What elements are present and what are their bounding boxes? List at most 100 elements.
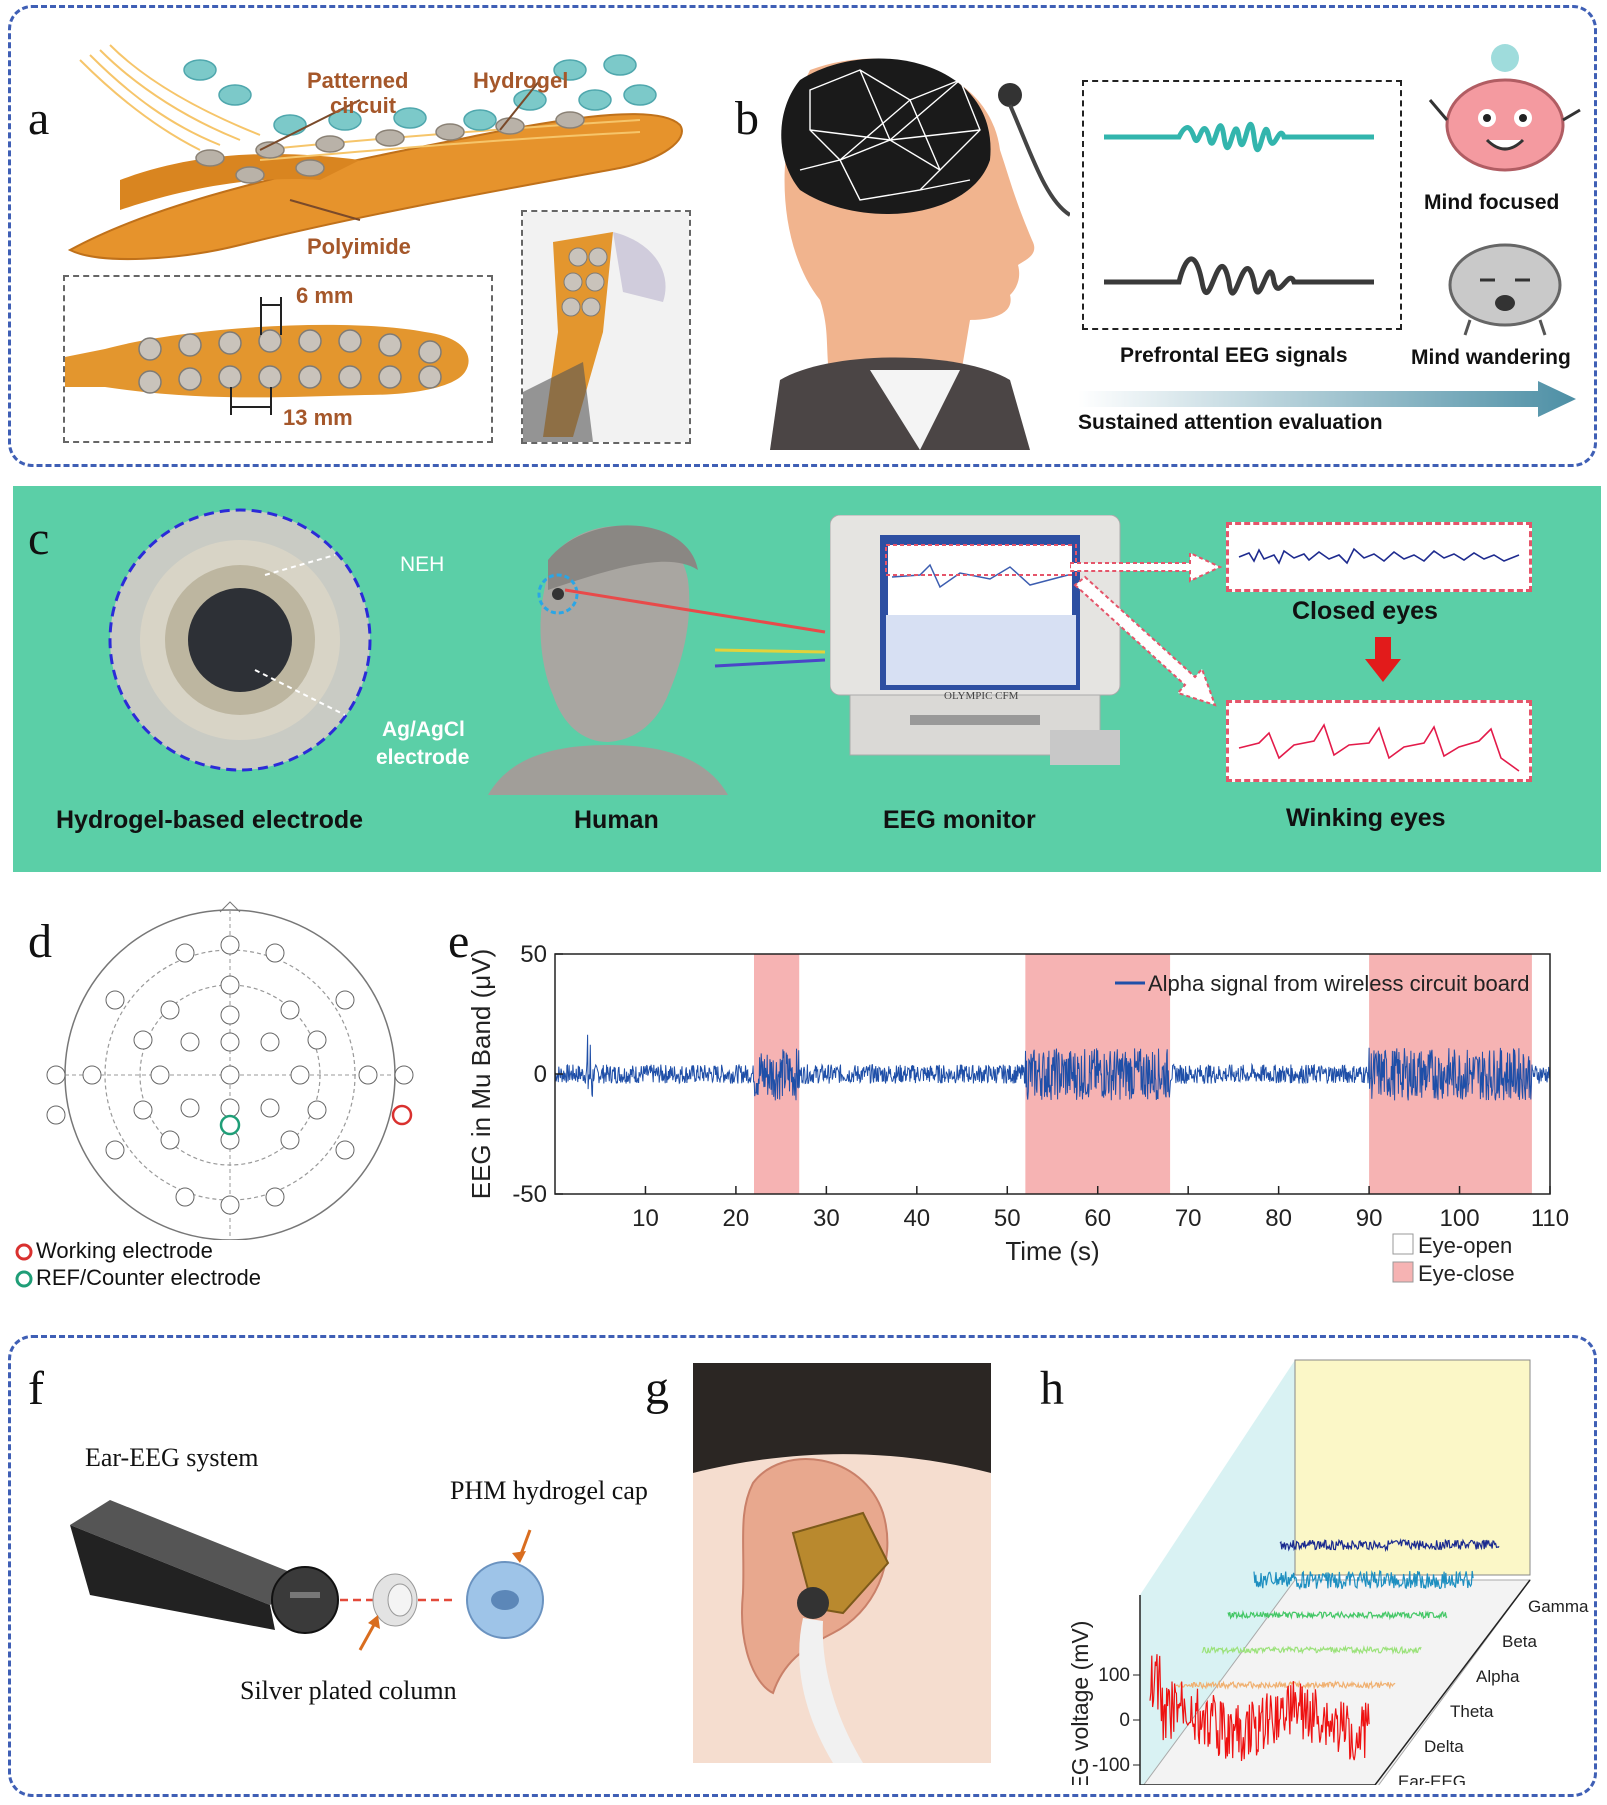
- eeg-monitor-photo: [830, 515, 1121, 765]
- y-tick-label: 0: [534, 1061, 547, 1088]
- legend-series-label: Alpha signal from wireless circuit board: [1148, 971, 1530, 996]
- wandering-brain-icon: [1448, 243, 1562, 336]
- electrode-strip-photo: [65, 297, 469, 415]
- closed-eyes-trace: [1238, 547, 1520, 565]
- ear-device-photo: [693, 1363, 991, 1763]
- panel-a-letter: a: [28, 92, 50, 145]
- depth-label-theta: Theta: [1450, 1702, 1494, 1721]
- series-line-theta: [1201, 1644, 1422, 1656]
- series-line-beta: [1253, 1569, 1474, 1591]
- eeg-signal-box: [1082, 80, 1402, 330]
- series-line-gamma: [1279, 1538, 1500, 1553]
- legend-swatch-eye-open: [1392, 1233, 1414, 1255]
- hydrogel-label: Hydrogel: [473, 68, 569, 93]
- series-line-ear-eeg: [1149, 1654, 1370, 1762]
- ref-electrode-marker: [15, 1270, 33, 1288]
- depth-label-delta: Delta: [1424, 1737, 1464, 1756]
- label-hydrogel-electrode: Hydrogel-based electrode: [56, 806, 364, 834]
- eeg-waveforms: [1104, 121, 1374, 296]
- ear-eeg-system-label: Ear-EEG system: [85, 1443, 259, 1472]
- worn-electrode-photo: [523, 212, 689, 442]
- mannequin-head-photo: [488, 510, 728, 795]
- depth-label-alpha: Alpha: [1476, 1667, 1520, 1686]
- legend-swatch-eye-close: [1392, 1261, 1414, 1283]
- signal-arrows: [1070, 551, 1223, 707]
- panel-b-letter: b: [735, 92, 759, 145]
- x-tick-label: 10: [632, 1205, 659, 1232]
- x-tick-label: 90: [1356, 1205, 1383, 1232]
- x-tick-label: 40: [903, 1205, 930, 1232]
- x-tick-label: 60: [1084, 1205, 1111, 1232]
- connection-lines: [565, 588, 826, 668]
- monitor-brand: OLYMPIC CFM: [944, 690, 1019, 702]
- worn-electrode-inset: [521, 210, 691, 444]
- series-line-alpha: [1227, 1609, 1448, 1621]
- x-tick-label: 70: [1175, 1205, 1202, 1232]
- mind-wandering-label: Mind wandering: [1411, 346, 1571, 369]
- electrode-array-inset: [63, 275, 493, 443]
- dim-13mm-label: 13 mm: [283, 405, 353, 430]
- closed-eyes-label: Closed eyes: [1292, 597, 1438, 625]
- label-eeg-monitor: EEG monitor: [883, 806, 1036, 834]
- panel-d-letter: d: [28, 915, 52, 968]
- panel-e-letter: e: [448, 915, 470, 968]
- patterned-label: Patterned: [307, 68, 409, 93]
- y-tick-label: 100: [1098, 1665, 1130, 1686]
- working-electrode-label: Working electrode: [36, 1238, 213, 1263]
- closed-eyes-trace-box: [1226, 522, 1532, 592]
- panel-fgh-frame: [8, 1335, 1597, 1797]
- depth-axis-line: [1374, 1579, 1531, 1785]
- alpha-signal-line: [554, 1034, 1551, 1101]
- ref-electrode-label: REF/Counter electrode: [36, 1265, 261, 1290]
- y-tick-label: 50: [520, 941, 547, 968]
- x-tick-label: 30: [813, 1205, 840, 1232]
- x-axis-title: Time (s): [1005, 1236, 1099, 1266]
- winking-eyes-trace: [1238, 723, 1520, 772]
- hydrogel-electrode-photo: [108, 508, 372, 772]
- red-down-arrow: [1365, 637, 1401, 682]
- back-wall: [1294, 1359, 1531, 1576]
- dim-6mm-label: 6 mm: [296, 283, 354, 308]
- working-electrode-marker: [15, 1243, 33, 1261]
- ear-eeg-band-3d-chart: 2468101000-100Time (s)Ear-EEG voltage (m…: [1067, 1359, 1589, 1785]
- head-with-brain-illustration: [770, 58, 1070, 450]
- y-tick-label: -50: [512, 1181, 547, 1208]
- silver-column-label: Silver plated column: [240, 1676, 457, 1705]
- y-axis-title: EEG in Mu Band (μV): [466, 949, 496, 1200]
- back-left-wall: [1140, 1360, 1295, 1785]
- x-tick-label: 20: [723, 1205, 750, 1232]
- panel-c-letter: c: [28, 512, 50, 565]
- panel-g-letter: g: [645, 1362, 669, 1415]
- focused-brain-icon: [1428, 44, 1581, 172]
- winking-eyes-label: Winking eyes: [1286, 804, 1446, 832]
- winking-eyes-trace-box: [1226, 700, 1532, 782]
- x-tick-label: 100: [1440, 1205, 1480, 1232]
- polyimide-label: Polyimide: [307, 234, 411, 259]
- panel-f-letter: f: [28, 1362, 44, 1415]
- legend-label-eye-open: Eye-open: [1418, 1233, 1512, 1258]
- neh-label: NEH: [400, 553, 445, 576]
- x-tick-label: 110: [1531, 1205, 1569, 1232]
- phm-hydrogel-cap-label: PHM hydrogel cap: [450, 1476, 648, 1505]
- legend-label-eye-close: Eye-close: [1418, 1261, 1515, 1286]
- evaluation-label: Sustained attention evaluation: [1078, 411, 1383, 434]
- panel-h-letter: h: [1040, 1362, 1064, 1415]
- flexible-electrode-array-illustration: [67, 44, 683, 261]
- depth-label-ear-eeg: Ear-EEG: [1398, 1772, 1466, 1785]
- y-tick-label: -100: [1092, 1755, 1130, 1776]
- panel-ab-frame: [8, 5, 1597, 467]
- ear-eeg-device-exploded-view: [70, 1500, 544, 1651]
- y-axis-title: Ear-EEG voltage (mV): [1067, 1621, 1093, 1785]
- evaluation-arrow: [1078, 381, 1576, 417]
- eeg-10-20-electrode-map: [46, 901, 414, 1240]
- x-tick-label: 80: [1265, 1205, 1292, 1232]
- depth-label-gamma: Gamma: [1528, 1597, 1589, 1616]
- depth-label-beta: Beta: [1502, 1632, 1538, 1651]
- y-tick-label: 0: [1119, 1710, 1130, 1731]
- label-human: Human: [574, 806, 659, 834]
- mind-focused-label: Mind focused: [1424, 191, 1560, 214]
- x-tick-label: 50: [994, 1205, 1021, 1232]
- agcl-label-line1: Ag/AgCl: [382, 718, 465, 741]
- prefrontal-eeg-label: Prefrontal EEG signals: [1120, 344, 1348, 367]
